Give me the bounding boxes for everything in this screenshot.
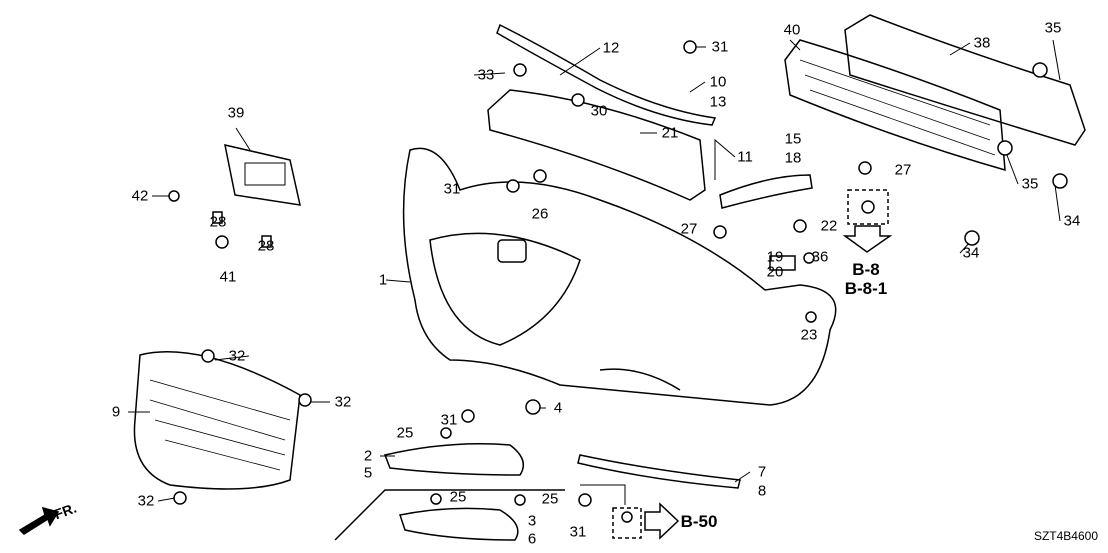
callout-31: 31 [440, 411, 458, 429]
callout-28: 28 [209, 213, 227, 231]
callout-18: 18 [784, 149, 802, 167]
front-bumper-face [402, 147, 837, 406]
callout-32: 32 [228, 347, 246, 365]
callout-38: 38 [973, 34, 991, 52]
callout-15: 15 [784, 130, 802, 148]
callout-4: 4 [553, 399, 563, 417]
ref-arrow-b8 [842, 225, 893, 253]
callout-12: 12 [602, 39, 620, 57]
callout-28: 28 [257, 237, 275, 255]
reference-b50[interactable]: B-50 [680, 512, 718, 531]
callout-25: 25 [396, 424, 414, 442]
callout-6: 6 [527, 530, 537, 548]
callout-36: 36 [811, 248, 829, 266]
energy-absorber [784, 39, 1006, 172]
callout-30: 30 [590, 102, 608, 120]
side-bracket [719, 174, 813, 209]
callout-40: 40 [783, 21, 801, 39]
reference-b8[interactable]: B-8 [852, 260, 880, 279]
callout-19: 19 [766, 248, 784, 266]
callout-5: 5 [363, 464, 373, 482]
bumper-beam [844, 14, 1086, 146]
fog-light-garnish-upper [383, 443, 525, 476]
callout-22: 22 [820, 217, 838, 235]
upper-molding-strip [496, 23, 717, 126]
callout-32: 32 [334, 393, 352, 411]
callout-20: 20 [766, 263, 784, 281]
callout-11: 11 [737, 148, 753, 166]
callout-7: 7 [757, 463, 767, 481]
diagram-code: SZT4B4600 [1033, 529, 1098, 543]
callout-9: 9 [111, 403, 121, 421]
front-direction-arrow [18, 506, 60, 535]
callout-23: 23 [800, 326, 818, 344]
reference-b8-1[interactable]: B-8-1 [844, 279, 888, 298]
callout-42: 42 [131, 187, 149, 205]
upper-bumper-bracket [487, 89, 706, 201]
callout-33: 33 [477, 66, 495, 84]
ref-arrow-b50 [644, 502, 680, 540]
callout-31: 31 [569, 523, 587, 541]
callout-27: 27 [680, 220, 698, 238]
callout-25: 25 [449, 488, 467, 506]
callout-2: 2 [363, 447, 373, 465]
callout-32: 32 [137, 492, 155, 510]
callout-35: 35 [1021, 175, 1039, 193]
callout-25: 25 [541, 490, 559, 508]
callout-35: 35 [1044, 19, 1062, 37]
callout-41: 41 [219, 268, 237, 286]
callout-31: 31 [711, 38, 729, 56]
callout-10: 10 [709, 73, 727, 91]
callout-8: 8 [757, 482, 767, 500]
callout-3: 3 [527, 512, 537, 530]
callout-34: 34 [1063, 212, 1081, 230]
callout-26: 26 [531, 205, 549, 223]
lower-molding [577, 454, 741, 489]
callout-31: 31 [443, 180, 461, 198]
callout-39: 39 [227, 104, 245, 122]
fog-light-garnish-lower [399, 507, 519, 541]
callout-21: 21 [661, 124, 679, 142]
callout-27: 27 [894, 161, 912, 179]
callout-13: 13 [709, 93, 727, 111]
license-plate-base [224, 144, 301, 206]
callout-1: 1 [378, 271, 388, 289]
callout-34: 34 [962, 244, 980, 262]
